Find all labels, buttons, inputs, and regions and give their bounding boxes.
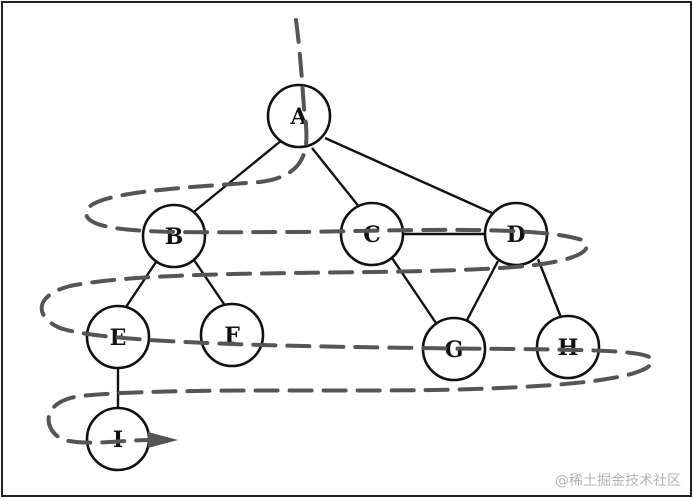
node-b-label: B: [165, 224, 184, 250]
node-h-circle: [535, 314, 601, 380]
node-c: C: [339, 201, 405, 267]
edge-a-b: [189, 139, 283, 216]
node-c-label: C: [363, 222, 381, 248]
node-b: B: [141, 203, 207, 269]
node-h: H: [535, 314, 601, 380]
traversal-path: [39, 18, 654, 445]
node-b-circle: [141, 203, 207, 269]
edge-a-c: [311, 147, 361, 209]
traversal-arrow-head: [148, 432, 178, 448]
edge-a-d: [324, 136, 493, 215]
edges-group: [116, 136, 564, 410]
edge-b-f: [193, 259, 227, 308]
node-d-label: D: [506, 222, 525, 248]
node-g-label: G: [445, 337, 464, 363]
edge-b-e: [125, 261, 157, 308]
edge-d-h: [536, 258, 564, 321]
edge-c-g: [391, 257, 437, 324]
node-f: F: [199, 302, 265, 368]
node-a: A: [266, 83, 332, 149]
watermark-text: @稀土掘金技术社区: [555, 473, 681, 489]
node-c-circle: [339, 201, 405, 267]
node-f-circle: [199, 302, 265, 368]
edge-d-g: [464, 260, 500, 323]
node-a-circle: [266, 83, 332, 149]
